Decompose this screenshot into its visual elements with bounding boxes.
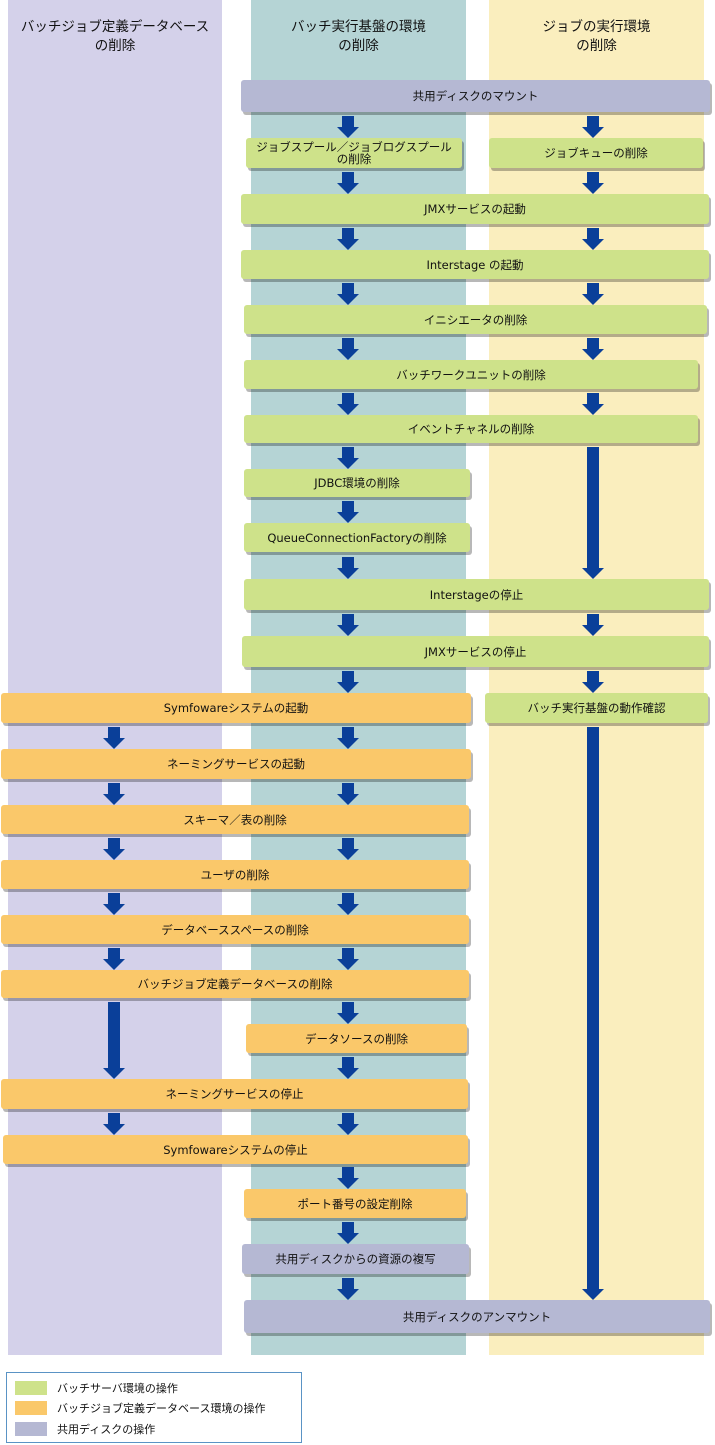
flow-arrow [582, 283, 604, 305]
flow-arrow-long [582, 447, 604, 579]
flow-arrow [337, 283, 359, 305]
legend-label: バッチサーバ環境の操作 [57, 1382, 178, 1395]
step-delete-db-space: データベーススペースの削除 [1, 915, 469, 944]
flow-arrow [582, 393, 604, 415]
lane-title: ジョブの実行環境 の削除 [542, 19, 651, 54]
flow-arrow [337, 172, 359, 194]
step-delete-batch-job-db: バッチジョブ定義データベースの削除 [1, 970, 469, 998]
flow-arrow [337, 1222, 359, 1244]
legend-swatch [15, 1381, 47, 1395]
flow-arrow [337, 1113, 359, 1135]
step-delete-job-queue: ジョブキューの削除 [489, 138, 703, 168]
legend-item: バッチサーバ環境の操作 [15, 1380, 178, 1396]
flow-arrow-long [103, 1002, 125, 1079]
flow-arrow [103, 1113, 125, 1135]
flow-arrow [582, 116, 604, 138]
step-delete-jdbc: JDBC環境の削除 [244, 469, 470, 497]
flow-arrow [582, 671, 604, 693]
flow-arrow [337, 501, 359, 523]
step-delete-batch-work-unit: バッチワークユニットの削除 [244, 360, 698, 389]
flow-arrow [582, 172, 604, 194]
flow-arrow [582, 228, 604, 250]
legend-item: バッチジョブ定義データベース環境の操作 [15, 1400, 265, 1416]
flow-arrow-long [582, 727, 604, 1300]
step-delete-initiator: イニシエータの削除 [244, 305, 707, 334]
flow-arrow [103, 948, 125, 970]
legend-label: バッチジョブ定義データベース環境の操作 [57, 1402, 266, 1415]
step-delete-schema-table: スキーマ／表の削除 [1, 805, 469, 834]
step-delete-port-setting: ポート番号の設定削除 [244, 1189, 466, 1218]
step-stop-symfoware: Symfowareシステムの停止 [3, 1135, 468, 1164]
step-mount-shared-disk: 共用ディスクのマウント [241, 80, 710, 112]
flow-arrow [582, 338, 604, 360]
step-delete-datasource: データソースの削除 [246, 1024, 467, 1053]
lane-title: バッチジョブ定義データベース の削除 [20, 19, 210, 54]
step-unmount-shared-disk: 共用ディスクのアンマウント [244, 1300, 710, 1333]
flow-arrow [337, 338, 359, 360]
step-start-symfoware: Symfowareシステムの起動 [1, 693, 471, 723]
step-delete-spool: ジョブスプール／ジョブログスプール の削除 [246, 138, 462, 168]
step-stop-jmx: JMXサービスの停止 [242, 636, 709, 667]
step-stop-interstage: Interstageの停止 [244, 579, 709, 610]
step-verify-batch-platform: バッチ実行基盤の動作確認 [485, 693, 708, 723]
flow-arrow [337, 838, 359, 860]
flow-arrow [337, 1002, 359, 1024]
flow-arrow [337, 557, 359, 579]
lane-title: バッチ実行基盤の環境 の削除 [291, 19, 426, 54]
flow-arrow [337, 1167, 359, 1189]
flow-arrow [103, 893, 125, 915]
flow-arrow [337, 727, 359, 749]
step-start-naming: ネーミングサービスの起動 [1, 749, 471, 779]
step-delete-qcf: QueueConnectionFactoryの削除 [244, 523, 470, 552]
step-delete-user: ユーザの削除 [1, 860, 469, 889]
flow-arrow [337, 116, 359, 138]
flow-arrow [582, 614, 604, 636]
flow-arrow [337, 1278, 359, 1300]
flow-arrow [337, 228, 359, 250]
step-stop-naming: ネーミングサービスの停止 [1, 1079, 468, 1109]
flow-arrow [337, 1057, 359, 1079]
legend-item: 共用ディスクの操作 [15, 1421, 155, 1437]
flow-arrow [337, 393, 359, 415]
flow-arrow [103, 727, 125, 749]
flow-arrow [337, 447, 359, 469]
flow-arrow [103, 838, 125, 860]
flow-arrow [103, 783, 125, 805]
step-delete-event-channel: イベントチャネルの削除 [244, 415, 698, 443]
flow-arrow [337, 614, 359, 636]
flow-arrow [337, 671, 359, 693]
legend: バッチサーバ環境の操作 バッチジョブ定義データベース環境の操作 共用ディスクの操… [6, 1372, 302, 1443]
step-start-interstage: Interstage の起動 [241, 250, 709, 279]
step-copy-resources: 共用ディスクからの資源の複写 [242, 1244, 469, 1274]
flow-arrow [337, 948, 359, 970]
step-start-jmx: JMXサービスの起動 [241, 194, 709, 224]
legend-label: 共用ディスクの操作 [57, 1423, 156, 1436]
legend-swatch [15, 1401, 47, 1415]
legend-swatch [15, 1422, 47, 1436]
flow-arrow [337, 893, 359, 915]
flow-arrow [337, 783, 359, 805]
